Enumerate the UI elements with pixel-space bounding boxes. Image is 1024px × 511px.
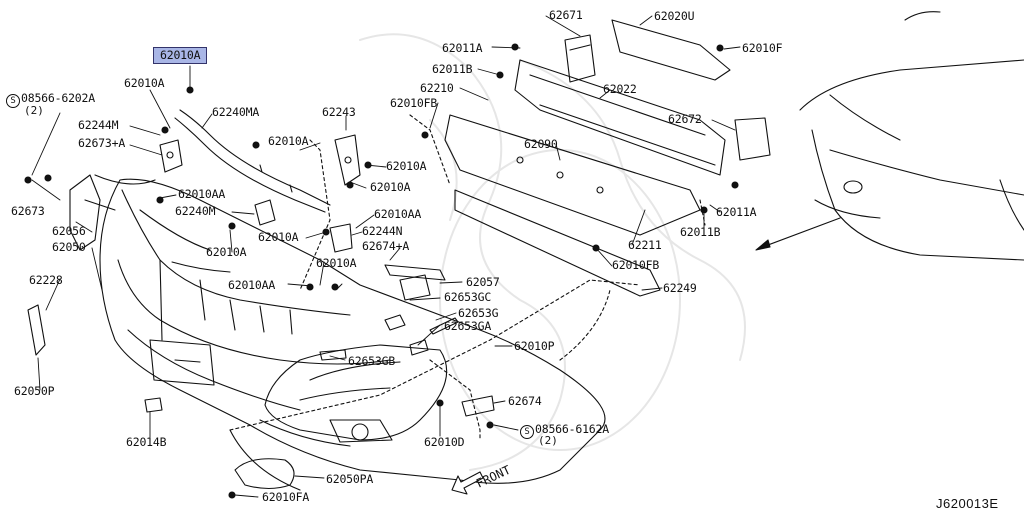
part-label-62673a[interactable]: 62673+A <box>78 136 126 150</box>
quantity-label: (2) <box>538 434 558 447</box>
bracket-62243 <box>335 135 360 185</box>
part-label-62010a[interactable]: 62010A <box>268 134 309 148</box>
part-label-62011a[interactable]: 62011A <box>716 205 757 219</box>
part-label-62244m[interactable]: 62244M <box>78 118 119 132</box>
lower-cover-62050pa <box>235 459 294 489</box>
part-label-62010p[interactable]: 62010P <box>514 339 555 353</box>
part-label-62674[interactable]: 62674 <box>508 394 542 408</box>
part-label-62011b[interactable]: 62011B <box>432 62 473 76</box>
part-label-62010a[interactable]: 62010A <box>386 159 427 173</box>
part-label-62010fb[interactable]: 62010FB <box>612 258 660 272</box>
part-label-62010a[interactable]: 62010A <box>258 230 299 244</box>
energy-absorber-62090 <box>445 115 700 235</box>
part-label-62240m[interactable]: 62240M <box>175 204 216 218</box>
front-bumper-fascia <box>100 179 605 490</box>
part-label-62673[interactable]: 62673 <box>11 204 45 218</box>
reinforcement-beam-62030 <box>515 60 725 175</box>
bracket-62244m <box>160 140 182 172</box>
part-label-62672[interactable]: 62672 <box>668 112 702 126</box>
part-label-62240ma[interactable]: 62240MA <box>212 105 260 119</box>
bracket-62244n <box>330 224 352 252</box>
part-label-62057[interactable]: 62057 <box>466 275 500 289</box>
part-label-62010a[interactable]: 62010A <box>206 245 247 259</box>
part-label-62210[interactable]: 62210 <box>420 81 454 95</box>
part-number: 08566-6162A <box>535 422 609 436</box>
lower-stiffener-62249 <box>455 190 660 296</box>
watermark <box>360 34 745 470</box>
diagram-code: J620013E <box>936 496 999 511</box>
part-label-62243[interactable]: 62243 <box>322 105 356 119</box>
quantity-label: (2) <box>24 104 44 117</box>
part-label-62010aa[interactable]: 62010AA <box>374 207 422 221</box>
plate-bracket-62014b <box>145 398 162 412</box>
part-label-62010fb[interactable]: 62010FB <box>390 96 438 110</box>
upper-retainer <box>175 110 330 212</box>
part-number: 08566-6202A <box>21 91 95 105</box>
part-label-62653ga[interactable]: 62653GA <box>444 319 492 333</box>
bracket-62671 <box>565 35 595 82</box>
part-label-62050[interactable]: 62050 <box>52 240 86 254</box>
part-label-62011a[interactable]: 62011A <box>442 41 483 55</box>
part-label-62010a-highlighted[interactable]: 62010A <box>153 47 208 64</box>
part-label-62010a[interactable]: 62010A <box>316 256 357 270</box>
part-label-62010a[interactable]: 62010A <box>124 76 165 90</box>
part-label-62228[interactable]: 62228 <box>29 273 63 287</box>
part-label-62244n[interactable]: 62244N <box>362 224 403 238</box>
bracket-62672 <box>735 118 770 160</box>
front-arrow <box>452 472 483 494</box>
part-label-62211[interactable]: 62211 <box>628 238 662 252</box>
part-label-62010d[interactable]: 62010D <box>424 435 465 449</box>
part-label-62674a[interactable]: 62674+A <box>362 239 410 253</box>
part-label-62010aa[interactable]: 62010AA <box>228 278 276 292</box>
cover-62020u <box>612 20 730 80</box>
part-label-62022[interactable]: 62022 <box>603 82 637 96</box>
part-label-62014b[interactable]: 62014B <box>126 435 167 449</box>
side-bracket-left <box>70 175 155 250</box>
part-label-62010f[interactable]: 62010F <box>742 41 783 55</box>
part-label-62653gb[interactable]: 62653GB <box>348 354 396 368</box>
screw-symbol-icon: S <box>520 425 534 439</box>
part-label-62090[interactable]: 62090 <box>524 137 558 151</box>
part-label-62011b[interactable]: 62011B <box>680 225 721 239</box>
part-label-62020u[interactable]: 62020U <box>654 9 695 23</box>
bracket-62674 <box>462 396 494 416</box>
bracket-62240m <box>255 200 275 225</box>
pointer-arrow <box>756 218 840 250</box>
car-outline <box>800 12 1024 260</box>
part-label-62010fa[interactable]: 62010FA <box>262 490 310 504</box>
fasteners <box>25 44 738 498</box>
part-label-62249[interactable]: 62249 <box>663 281 697 295</box>
part-label-62050pa[interactable]: 62050PA <box>326 472 374 486</box>
bracket-62674a <box>385 265 445 300</box>
part-label-62056[interactable]: 62056 <box>52 224 86 238</box>
part-label-62050p[interactable]: 62050P <box>14 384 55 398</box>
part-label-62010aa[interactable]: 62010AA <box>178 187 226 201</box>
part-label-62653g[interactable]: 62653G <box>458 306 499 320</box>
part-label-62010a[interactable]: 62010A <box>370 180 411 194</box>
screw-symbol-icon: S <box>6 94 20 108</box>
part-label-62671[interactable]: 62671 <box>549 8 583 22</box>
part-label-62653gc[interactable]: 62653GC <box>444 290 492 304</box>
deflector-62050p <box>28 305 45 355</box>
